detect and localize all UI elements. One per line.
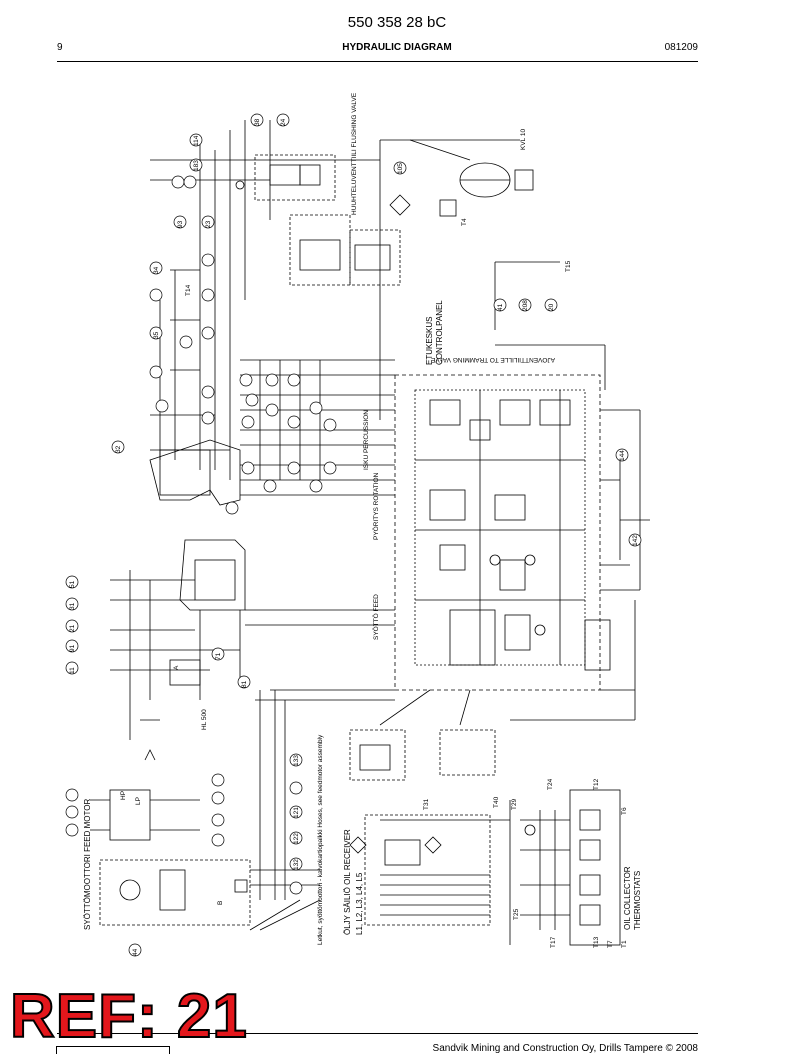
port-t29: T29 <box>511 798 518 810</box>
document-code: 550 358 28 bC <box>347 14 447 31</box>
callout-11: 11 <box>69 667 76 674</box>
label-b: B <box>217 901 224 905</box>
label-thermostats: THERMOSTATS <box>633 871 642 930</box>
label-flushing-valve: HUUHTELUVENTTIILI FLUSHING VALVE <box>351 92 358 215</box>
header-rule <box>57 61 698 62</box>
label-oil-receiver: ÖLJY SÄILIÖ OIL RECEIVER <box>343 829 352 935</box>
callout-71: 71 <box>215 652 222 660</box>
label-kvl: KVL 10 <box>520 129 527 150</box>
callout-38: 38 <box>254 118 261 126</box>
label-hl500: HL 500 <box>201 709 208 730</box>
port-t15: T15 <box>565 260 572 272</box>
callout-32: 32 <box>115 445 122 453</box>
label-oil-lines: L1, L2, L3, L4, L5 <box>355 872 364 935</box>
footer-rule <box>57 1033 698 1034</box>
callout-31: 31 <box>69 602 76 610</box>
page-number: 9 <box>57 42 63 53</box>
label-rotation: PYÖRITYS ROTATION <box>372 472 380 540</box>
callout-133: 133 <box>293 755 300 766</box>
port-t6: T6 <box>621 807 628 815</box>
callout-142: 142 <box>632 535 639 546</box>
callout-21: 21 <box>69 624 76 632</box>
port-t24: T24 <box>547 778 554 790</box>
label-a: A <box>173 665 180 670</box>
callout-208: 208 <box>522 300 529 311</box>
label-lp: LP <box>135 797 142 805</box>
callout-183: 183 <box>193 160 200 171</box>
callout-20: 20 <box>548 303 555 311</box>
sandvik-logo <box>56 1046 170 1054</box>
label-control-panel-en: CONTROLPANEL <box>435 300 444 365</box>
callout-122: 122 <box>293 833 300 844</box>
document-date: 081209 <box>664 42 698 53</box>
port-t40: T40 <box>493 796 500 808</box>
port-t4: T4 <box>461 218 468 226</box>
callout-132: 132 <box>293 859 300 870</box>
ref-stamp: REF: 21 <box>9 982 248 1051</box>
label-control-panel-fi: ETUKESKUS <box>425 317 434 365</box>
port-t31: T31 <box>423 798 430 810</box>
callout-114: 114 <box>193 135 200 146</box>
port-t13: T13 <box>593 936 600 948</box>
callout-91: 91 <box>69 644 76 652</box>
callout-35: 35 <box>153 331 160 339</box>
callout-144: 144 <box>619 450 626 461</box>
callout-51: 51 <box>69 580 76 588</box>
label-percussion: ISKU PERCUSSION <box>363 410 370 470</box>
label-feed: SYÖTTÖ FEED <box>372 594 380 640</box>
label-oil-collector: OIL COLLECTOR <box>623 866 632 930</box>
callout-23: 23 <box>205 220 212 228</box>
port-t17: T17 <box>550 936 557 948</box>
callout-93: 93 <box>177 220 184 228</box>
callout-34: 34 <box>153 266 160 274</box>
label-feed-motor: SYÖTTÖMOOTTORI FEED MOTOR <box>83 799 92 930</box>
callout-41: 41 <box>497 303 504 311</box>
callout-24: 24 <box>280 118 287 126</box>
callout-44: 44 <box>132 948 139 956</box>
callout-105: 105 <box>397 163 404 174</box>
port-t14: T14 <box>185 284 192 296</box>
port-t1: T1 <box>621 940 628 948</box>
label-tramming-valve: AJOVENTTIILILLE TO TRAMMING VALVE <box>430 356 555 363</box>
callout-121: 121 <box>293 807 300 818</box>
footer-copyright: Sandvik Mining and Construction Oy, Dril… <box>432 1043 698 1054</box>
port-t7: T7 <box>607 940 614 948</box>
port-t12: T12 <box>593 778 600 790</box>
label-hoses-note: Letkut, syöttömoottori - kalvokartiopalk… <box>317 734 324 945</box>
callout-81: 81 <box>241 680 248 688</box>
label-hp: HP <box>120 791 127 800</box>
port-t25: T25 <box>513 908 520 920</box>
page-title: HYDRAULIC DIAGRAM <box>342 42 452 53</box>
